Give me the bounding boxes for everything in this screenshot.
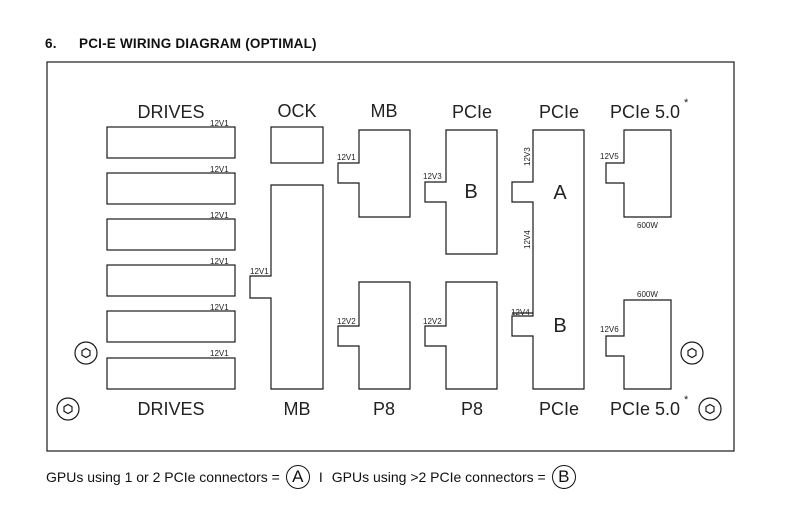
rail-label-drive: 12V1 [210, 349, 229, 358]
rail-label-pcie-b-top: 12V3 [423, 172, 442, 181]
legend-separator: I [318, 469, 323, 485]
p8-left-connector [337, 281, 411, 390]
asterisk-top: * [684, 97, 689, 109]
rail-label-p8-left: 12V2 [337, 317, 356, 326]
label-pcie5-top: PCIe 5.0 [610, 102, 680, 122]
label-mb-bottom: MB [284, 399, 311, 419]
legend-symbol-b: B [551, 465, 576, 489]
marker-a: A [553, 182, 567, 204]
rail-label-drive: 12V1 [210, 119, 229, 128]
mb-24pin-connector [249, 184, 324, 390]
rail-label-mb-top: 12V1 [337, 153, 356, 162]
legend-text-2: GPUs using >2 PCIe connectors = [331, 469, 546, 485]
rail-label-pcie-a: 12V3 [523, 147, 532, 166]
drive-connector [106, 310, 236, 343]
label-pcie-bottom: PCIe [539, 399, 579, 419]
pcie5-top-connector [605, 129, 672, 218]
rail-label-drive: 12V1 [210, 303, 229, 312]
rail-label-drive: 12V1 [210, 165, 229, 174]
legend-symbol-a: A [285, 465, 310, 489]
drive-connector [106, 172, 236, 205]
rail-label-drive: 12V1 [210, 211, 229, 220]
rail-label-drive: 12V1 [210, 257, 229, 266]
section-heading: 6. PCI-E WIRING DIAGRAM (OPTIMAL) [45, 36, 317, 51]
section-title: PCI-E WIRING DIAGRAM (OPTIMAL) [79, 36, 317, 51]
legend: GPUs using 1 or 2 PCIe connectors = A I … [46, 462, 583, 492]
rail-label-pcie5-top: 12V5 [600, 152, 619, 161]
label-drives-top: DRIVES [137, 102, 204, 122]
pcie-ab-connector [511, 129, 585, 390]
drive-connector [106, 126, 236, 159]
label-drives-bottom: DRIVES [137, 399, 204, 419]
ock-connector [270, 126, 324, 164]
pcie5-bottom-connector [605, 299, 672, 390]
drive-connector [106, 357, 236, 390]
mb-top-connector [337, 129, 411, 218]
label-pcie-a-top: PCIe [539, 102, 579, 122]
screw-hole-icon [680, 341, 704, 365]
asterisk-bottom: * [684, 394, 689, 406]
marker-b-top: B [464, 181, 477, 203]
rail-label-p8-right: 12V2 [423, 317, 442, 326]
pcie-b-top-connector [424, 129, 498, 255]
section-number: 6. [45, 36, 57, 51]
rail-label-mb-24pin: 12V1 [250, 267, 269, 276]
label-pcie-b-top: PCIe [452, 102, 492, 122]
p8-right-connector [424, 281, 498, 390]
label-pcie5-bottom: PCIe 5.0 [610, 399, 680, 419]
rail-label-pcie5-bottom: 12V6 [600, 325, 619, 334]
drive-connectors [106, 126, 236, 390]
screw-hole-icon [74, 341, 98, 365]
marker-b-bottom: B [553, 315, 566, 337]
label-p8-right: P8 [461, 399, 483, 419]
label-mb-top: MB [371, 101, 398, 121]
rail-label-pcie-a-mid: 12V4 [523, 230, 532, 249]
wattage-bottom: 600W [637, 290, 658, 299]
diagram-frame [46, 61, 735, 452]
wattage-top: 600W [637, 221, 658, 230]
screw-hole-icon [56, 397, 80, 421]
label-ock: OCK [277, 101, 316, 121]
drive-connector [106, 218, 236, 251]
drive-connector [106, 264, 236, 297]
rail-label-pcie-b-right: 12V4 [511, 308, 530, 317]
label-p8-left: P8 [373, 399, 395, 419]
legend-text-1: GPUs using 1 or 2 PCIe connectors = [46, 469, 280, 485]
screw-hole-icon [698, 397, 722, 421]
